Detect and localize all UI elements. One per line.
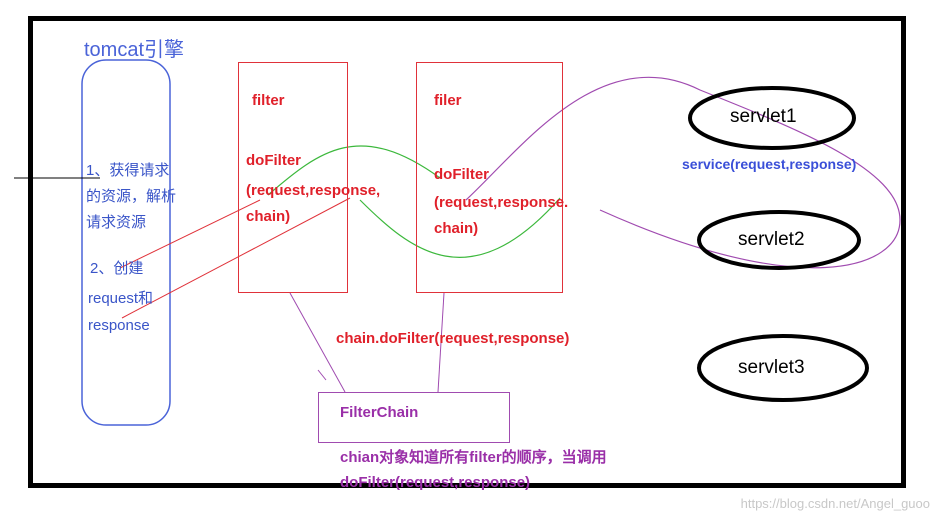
filter-chain-note-line2: doFilter(request,response) [340,474,531,491]
chain-line-left [289,292,346,393]
red-line-1 [119,199,261,269]
chain-dofilter-call: chain.doFilter(request,response) [336,330,570,347]
chain-line-right [437,292,445,393]
watermark: https://blog.csdn.net/Angel_guoo [740,496,930,511]
servlet3-label: servlet3 [738,357,805,378]
tomcat-title: tomcat引擎 [84,39,185,61]
filter1-method-line3: chain) [246,208,291,225]
servlet3-ellipse [697,334,869,402]
filter1-box [238,62,348,293]
filter2-method-line3: chain) [434,220,479,237]
tomcat-step2-line2: request和 [88,290,154,307]
purple-servlet-curve [465,76,901,269]
tomcat-step2-line1: 2、创建 [90,260,144,277]
servlet2-ellipse [697,210,861,270]
green-flow-curve [267,145,561,258]
red-line-2 [121,197,351,319]
filter-chain-box [318,392,510,443]
tomcat-engine-container [81,59,171,426]
servlet1-ellipse [688,86,856,150]
tomcat-step2-line3: response [88,317,150,334]
chain-line-tick [317,369,327,381]
filter1-method-line1: doFilter [246,152,301,169]
servlet2-label: servlet2 [738,229,805,250]
service-call-label: service(request,response) [682,156,857,172]
filter1-name: filter [252,92,285,109]
filter2-method-line2: (request,response. [434,194,569,211]
tomcat-step1-line1: 1、获得请求 [86,162,170,179]
diagram-frame [28,16,906,488]
filter-chain-label: FilterChain [340,404,419,421]
tomcat-step1-line3: 请求资源 [86,214,147,231]
filter1-method-line2: (request,response, [246,182,381,199]
tomcat-step1-line2: 的资源，解析 [86,188,177,205]
filter2-box [416,62,563,293]
filter2-name: filer [434,92,462,109]
filter-chain-note-line1: chian对象知道所有filter的顺序，当调用 [340,449,607,466]
servlet1-label: servlet1 [730,106,797,127]
filter2-method-line1: doFilter [434,166,489,183]
